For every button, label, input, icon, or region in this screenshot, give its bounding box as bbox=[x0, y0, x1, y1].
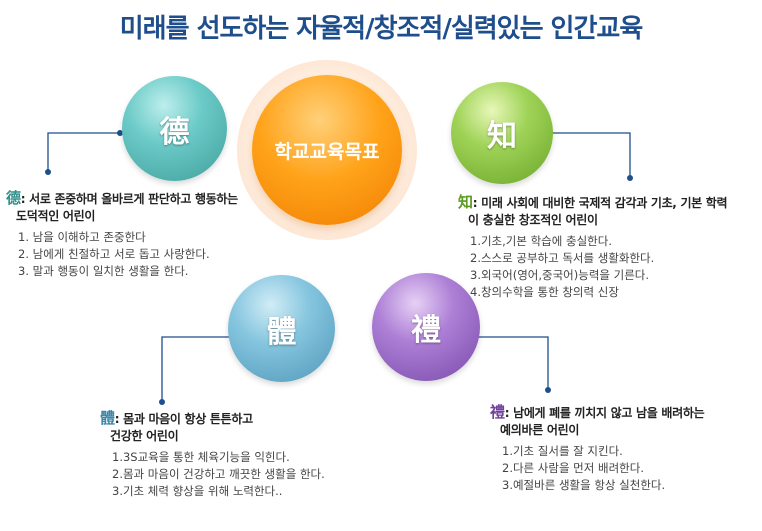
virtue-items: 1. 남을 이해하고 존중한다 2. 남에게 친절하고 서로 돕고 사랑한다. … bbox=[6, 229, 256, 280]
list-item: 3.예절바른 생활을 항상 실천한다. bbox=[502, 478, 666, 492]
page-title: 미래를 선도하는 자율적/창조적/실력있는 인간교육 bbox=[119, 14, 643, 44]
virtue-heading-line2: 도덕적인 어린이 bbox=[16, 209, 96, 223]
virtue-block: 德: 서로 존중하며 올바르게 판단하고 행동하는 도덕적인 어린이 1. 남을… bbox=[6, 190, 256, 280]
orb-courtesy: 禮 bbox=[372, 273, 480, 381]
courtesy-heading-line2: 예의바른 어린이 bbox=[500, 423, 580, 437]
body-heading-char: 體 bbox=[100, 409, 115, 427]
knowledge-heading: 知: 미래 사회에 대비한 국제적 감각과 기초, 기본 학력 이 충실한 창조… bbox=[458, 194, 758, 229]
orb-virtue-char: 德 bbox=[159, 114, 190, 150]
courtesy-items: 1.기초 질서를 잘 지킨다. 2.다른 사람을 먼저 배려한다. 3.예절바른… bbox=[490, 443, 758, 494]
knowledge-block: 知: 미래 사회에 대비한 국제적 감각과 기초, 기본 학력 이 충실한 창조… bbox=[458, 194, 758, 301]
body-items: 1.3S교육을 통한 체육기능을 익힌다. 2.몸과 마음이 건강하고 깨끗한 … bbox=[100, 449, 400, 500]
orb-knowledge: 知 bbox=[451, 82, 553, 184]
list-item: 1. 남을 이해하고 존중한다 bbox=[18, 230, 146, 244]
knowledge-heading-char: 知 bbox=[458, 193, 473, 211]
orb-knowledge-char: 知 bbox=[487, 119, 517, 154]
center-label: 학교교육목표 bbox=[274, 140, 380, 163]
list-item: 1.기초 질서를 잘 지킨다. bbox=[502, 444, 623, 458]
knowledge-heading-line1: : 미래 사회에 대비한 국제적 감각과 기초, 기본 학력 bbox=[472, 196, 728, 210]
orb-body-char: 體 bbox=[266, 314, 297, 350]
knowledge-heading-line2: 이 충실한 창조적인 어린이 bbox=[468, 213, 598, 227]
school-goal-center: 학교교육목표 bbox=[252, 75, 402, 225]
list-item: 3.외국어(영어,중국어)능력을 기른다. bbox=[470, 268, 650, 282]
virtue-heading-line1: : 서로 존중하며 올바르게 판단하고 행동하는 bbox=[20, 192, 239, 206]
courtesy-heading: 禮: 남에게 폐를 끼치지 않고 남을 배려하는 예의바른 어린이 bbox=[490, 404, 758, 439]
virtue-heading-char: 德 bbox=[6, 189, 21, 207]
list-item: 2. 남에게 친절하고 서로 돕고 사랑한다. bbox=[18, 247, 210, 261]
courtesy-block: 禮: 남에게 폐를 끼치지 않고 남을 배려하는 예의바른 어린이 1.기초 질… bbox=[490, 404, 758, 494]
list-item: 2.몸과 마음이 건강하고 깨끗한 생활을 한다. bbox=[112, 467, 325, 481]
list-item: 2.스스로 공부하고 독서를 생활화한다. bbox=[470, 251, 655, 265]
list-item: 3. 말과 행동이 일치한 생활을 한다. bbox=[18, 264, 189, 278]
body-heading-line1: : 몸과 마음이 항상 튼튼하고 bbox=[114, 412, 253, 426]
list-item: 1.기초,기본 학습에 충실한다. bbox=[470, 234, 612, 248]
body-heading-line2: 건강한 어린이 bbox=[110, 429, 179, 443]
orb-virtue: 德 bbox=[122, 76, 227, 181]
list-item: 1.3S교육을 통한 체육기능을 익힌다. bbox=[112, 450, 290, 464]
body-block: 體: 몸과 마음이 항상 튼튼하고 건강한 어린이 1.3S교육을 통한 체육기… bbox=[100, 410, 400, 500]
orb-courtesy-char: 禮 bbox=[411, 313, 441, 348]
courtesy-heading-line1: : 남에게 폐를 끼치지 않고 남을 배려하는 bbox=[504, 406, 705, 420]
knowledge-items: 1.기초,기본 학습에 충실한다. 2.스스로 공부하고 독서를 생활화한다. … bbox=[458, 233, 758, 301]
list-item: 3.기초 체력 향상을 위해 노력한다.. bbox=[112, 484, 283, 498]
list-item: 4.창의수학을 통한 창의력 신장 bbox=[470, 285, 619, 299]
body-heading: 體: 몸과 마음이 항상 튼튼하고 건강한 어린이 bbox=[100, 410, 400, 445]
list-item: 2.다른 사람을 먼저 배려한다. bbox=[502, 461, 644, 475]
orb-body: 體 bbox=[228, 275, 335, 382]
courtesy-heading-char: 禮 bbox=[490, 403, 505, 421]
virtue-heading: 德: 서로 존중하며 올바르게 판단하고 행동하는 도덕적인 어린이 bbox=[6, 190, 256, 225]
